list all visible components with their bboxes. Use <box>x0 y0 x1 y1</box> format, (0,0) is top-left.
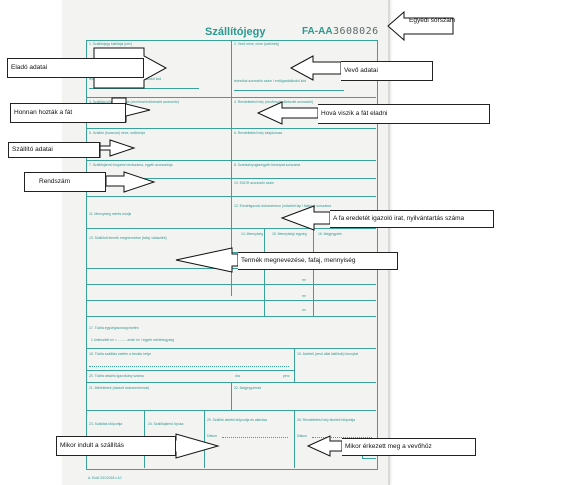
grid-line <box>294 410 295 468</box>
grid-line <box>86 300 376 301</box>
grid-line <box>86 178 376 179</box>
annotation-origin-doc: A fa eredetét igazoló irat, nyilvántartá… <box>330 210 494 228</box>
grid-line <box>86 348 376 349</box>
field-4-label: 4. Rendeltetési hely (cím/hrsz/erdőrészl… <box>234 100 314 104</box>
grid-line <box>294 348 295 382</box>
datum-label: Dátum <box>297 434 307 438</box>
field-7-label: 7. Szállítójármű forgalmi rendszáma, egy… <box>89 163 173 167</box>
grid-line <box>86 284 376 285</box>
arrow-carrier <box>99 139 136 158</box>
field-15-label: 15. Mennyiségi egység <box>272 232 307 236</box>
annotation-carrier: Szállító adatai <box>8 142 100 158</box>
field-19-label: 19. Átvételi (vevő által kiállított) biz… <box>297 352 359 356</box>
dotted-line <box>222 437 288 438</box>
datum-label: Dátum <box>207 434 217 438</box>
unit-m3: m³ <box>302 308 306 312</box>
grid-line <box>86 228 376 229</box>
grid-line <box>362 458 376 459</box>
arrow-arrival <box>306 435 343 457</box>
annotation-product: Termék megnevezése, fafaj, mennyiség <box>238 252 398 270</box>
field-22-label: 22. Megjegyzések <box>234 386 262 390</box>
field-6-label: 6. Rendeltetési hely tulajdonosa <box>234 131 283 135</box>
annotation-serial: Egyedi sorszám <box>409 17 456 24</box>
annotation-plate: Rendszám <box>24 172 106 192</box>
field-14-label: 14. Mennyiség <box>241 232 263 236</box>
field-2b-label: technikai azonosító szám / erdőgazdálkod… <box>234 79 307 83</box>
perc-label: perc <box>283 374 290 378</box>
grid-line <box>86 316 376 317</box>
field-5-label: 5. Szállító (fuvarozó) neve, székhelye <box>89 131 146 135</box>
field-3-label: 3. Szállítás kiindulási helye (cím/hrsz/… <box>89 100 179 104</box>
arrow-origin-doc <box>280 205 331 231</box>
field-17b-label: 1 ömlesztett m³ = ......... erdei m³ / e… <box>91 338 175 342</box>
annotation-arrival: Mikor érkezett meg a vevőhöz <box>342 438 476 456</box>
field-21-label: 21. Mellékletek (átadott dokumentumok) <box>89 386 150 390</box>
field-10-label: 10. EUDR azonosító szám <box>234 181 274 185</box>
field-12-label: 12. Eredetigazoló dokumentum (műveleti l… <box>234 204 332 208</box>
field-20-label: 20. Tűzifa vásárló igazolvány száma <box>89 374 144 378</box>
form-title: Szállítójegy <box>205 26 266 38</box>
grid-line <box>204 410 205 468</box>
arrow-serial <box>387 10 454 42</box>
grid-line <box>86 97 376 98</box>
grid-line <box>264 228 265 316</box>
field-1-label: 1. Szállítójegy kiállítója (név) <box>89 42 132 46</box>
grid-line <box>231 40 232 296</box>
field-11-label: 11. Mennyiség mérés módja <box>89 212 132 216</box>
field-25-label: 25. Szállító átvétel időpontja és aláírá… <box>207 418 267 422</box>
code-boxes <box>234 90 344 91</box>
form-footer: A. Erdő 231/2018 v.10 <box>88 476 122 480</box>
field-8-label: 8. Számla/nyugta/egyéb bizonylat sorszám… <box>234 163 301 167</box>
field-24-label: 24. Szállítójármű típusa <box>148 422 184 426</box>
annotation-buyer: Vevő adatai <box>341 61 433 81</box>
dotted-line <box>312 437 372 438</box>
form-serial-number: 3608026 <box>333 26 379 37</box>
field-18-label: 18. Tűzifa szállítás esetén a tárolás he… <box>89 352 152 356</box>
grid-line <box>86 128 376 129</box>
arrow-destination <box>256 101 319 125</box>
annotation-origin: Honnan hozták a fát <box>10 103 126 123</box>
sheet-edge-shadow <box>388 0 390 485</box>
dotted-line <box>89 366 289 367</box>
grid-line <box>86 196 376 197</box>
arrow-product <box>175 247 239 273</box>
annotation-departure: Mikor indult a szállítás <box>56 436 176 456</box>
grid-line <box>86 370 294 371</box>
arrow-plate <box>105 171 156 193</box>
field-26-label: 26. Rendeltetési hely átvételi időpontja <box>297 418 356 422</box>
annotation-seller: Eladó adatai <box>7 58 144 78</box>
field-17-label: 17. Tűzifa egységcsomag esetén <box>89 326 139 330</box>
grid-line <box>86 410 376 411</box>
unit-m3: m³ <box>302 294 306 298</box>
grid-line <box>231 382 232 410</box>
field-23-label: 23. Szállítás időpontja <box>89 422 123 426</box>
form-code: FA-AA <box>302 26 333 37</box>
ora-label: óra <box>235 374 240 378</box>
annotation-destination: Hová viszik a fát eladni <box>318 104 490 124</box>
grid-line <box>86 160 376 161</box>
grid-line <box>313 228 314 316</box>
field-16-label: 16. Megjegyzés <box>318 232 342 236</box>
unit-m3: m³ <box>302 278 306 282</box>
field-13-label: 13. Szállított termék megnevezése (fafaj… <box>89 236 167 240</box>
arrow-buyer <box>289 55 342 81</box>
field-2-label: 2. Vevő neve, címe (székhely) <box>234 42 280 46</box>
